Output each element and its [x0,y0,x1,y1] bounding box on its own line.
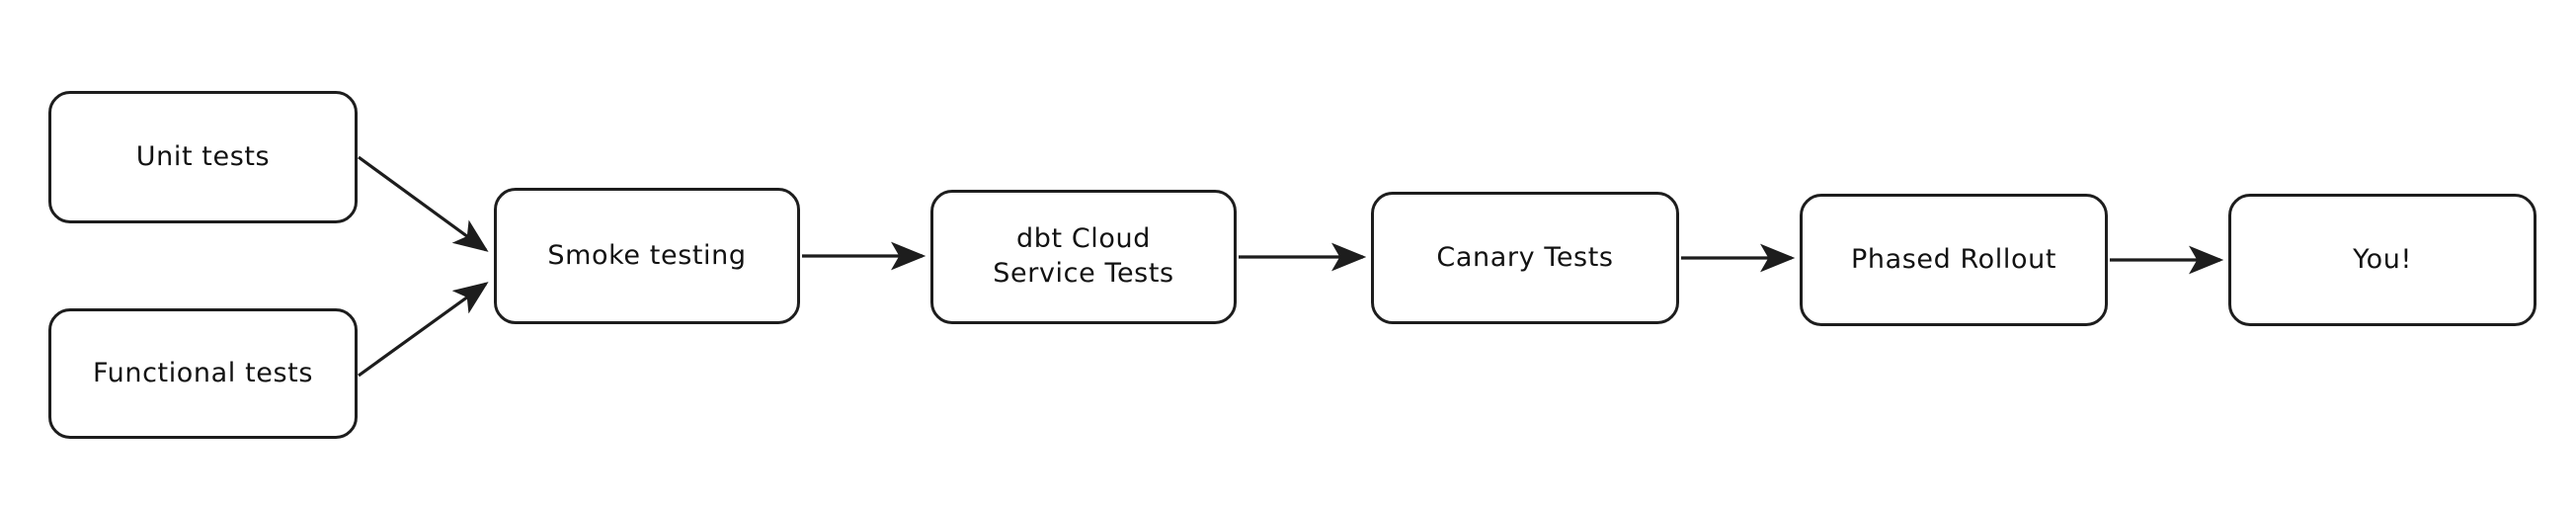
edge-unit-to-smoke [358,155,489,252]
node-canary-tests[interactable]: Canary Tests [1371,192,1679,324]
node-canary-tests-label: Canary Tests [1436,241,1614,273]
node-unit-tests-label: Unit tests [135,140,271,172]
node-functional-tests[interactable]: Functional tests [48,308,358,439]
node-phased-rollout-label: Phased Rollout [1850,243,2057,275]
node-phased-rollout[interactable]: Phased Rollout [1800,194,2108,326]
node-dbt-cloud-service-tests[interactable]: dbt Cloud Service Tests [930,190,1237,324]
node-dbt-cloud-service-tests-label: dbt Cloud Service Tests [993,223,1174,289]
node-smoke-testing[interactable]: Smoke testing [494,188,800,324]
node-you-label: You! [2353,243,2412,275]
node-functional-tests-label: Functional tests [93,357,313,388]
edge-functional-to-smoke [358,282,489,378]
node-unit-tests[interactable]: Unit tests [48,91,358,223]
node-smoke-testing-label: Smoke testing [547,239,747,271]
node-you[interactable]: You! [2228,194,2536,326]
